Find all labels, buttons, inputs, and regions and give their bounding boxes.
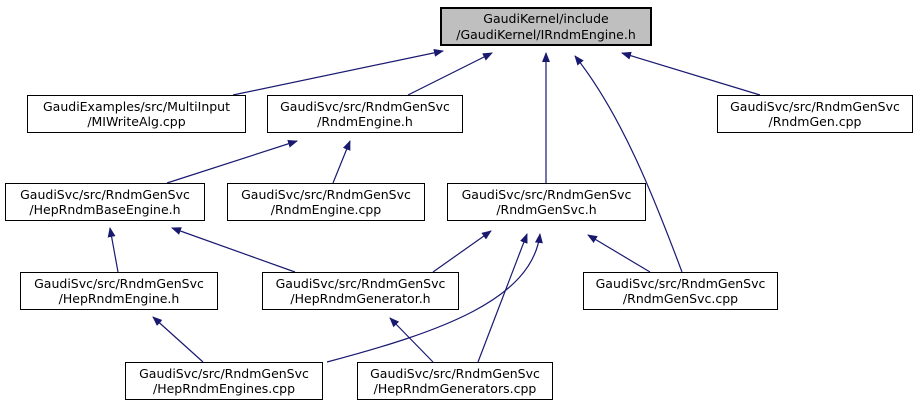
node-label: GaudiSvc/src/RndmGenSvc [730, 98, 900, 114]
edge-rndmgen-cpp-to-irndmengine [621, 51, 761, 96]
node-rndmengine-h[interactable]: GaudiSvc/src/RndmGenSvc /RndmEngine.h [267, 95, 463, 133]
node-rndmengine-cpp[interactable]: GaudiSvc/src/RndmGenSvc /RndmEngine.cpp [227, 183, 425, 221]
node-heprndmgenerator-h[interactable]: GaudiSvc/src/RndmGenSvc /HepRndmGenerato… [262, 272, 459, 310]
node-label: /RndmEngine.cpp [270, 202, 382, 217]
node-heprndmgenerators-cpp[interactable]: GaudiSvc/src/RndmGenSvc /HepRndmGenerato… [357, 362, 553, 400]
edge-heprndmengine-h-to-heprndmbase [107, 227, 119, 273]
node-label: /RndmGenSvc.h [496, 202, 597, 217]
edge-heprndmgenerators-to-heprndmgenerator [389, 317, 434, 363]
edge-rndmengine-h-to-irndmengine [407, 52, 493, 96]
node-label: GaudiSvc/src/RndmGenSvc [275, 275, 446, 291]
node-rndmgen-cpp[interactable]: GaudiSvc/src/RndmGenSvc /RndmGen.cpp [717, 95, 913, 133]
node-heprndmbaseengine-h[interactable]: GaudiSvc/src/RndmGenSvc /HepRndmBaseEngi… [5, 183, 205, 221]
node-label: GaudiSvc/src/RndmGenSvc [461, 186, 632, 202]
node-label: GaudiSvc/src/RndmGenSvc [280, 98, 450, 114]
node-heprndmengines-cpp[interactable]: GaudiSvc/src/RndmGenSvc /HepRndmEngines.… [125, 362, 323, 400]
node-label: /RndmGen.cpp [768, 114, 862, 129]
edge-heprndmbase-to-rndmengine-h [166, 139, 298, 184]
node-label: GaudiSvc/src/RndmGenSvc [241, 186, 411, 202]
node-gaudikernel-irndmengine-h: GaudiKernel/include /GaudiKernel/IRndmEn… [440, 7, 652, 46]
node-label: /RndmGenSvc.cpp [622, 291, 739, 306]
node-label: GaudiSvc/src/RndmGenSvc [34, 275, 204, 291]
node-rndmgensvc-cpp[interactable]: GaudiSvc/src/RndmGenSvc /RndmGenSvc.cpp [583, 272, 778, 310]
node-label: GaudiKernel/include [483, 11, 609, 26]
edge-heprndmengines-to-heprndmengine [152, 316, 204, 363]
edge-rndmgensvc-cpp-to-irndmengine [574, 55, 683, 273]
node-label: /HepRndmGenerators.cpp [373, 381, 537, 396]
edge-rndmgensvc-cpp-to-rndmgensvc-h [587, 234, 651, 273]
edge-heprndmgenerator-to-heprndmbase [171, 227, 296, 273]
edge-heprndmgenerators-to-rndmgensvc-h [477, 233, 528, 363]
node-label: /RndmEngine.h [317, 114, 413, 129]
node-heprndmengine-h[interactable]: GaudiSvc/src/RndmGenSvc /HepRndmEngine.h [20, 272, 218, 310]
node-label: GaudiSvc/src/RndmGenSvc [139, 365, 309, 381]
edge-rndmengine-cpp-to-rndmengine-h [332, 140, 351, 184]
edge-miwritealg-to-irndmengine [232, 48, 444, 96]
node-label: /MIWriteAlg.cpp [87, 114, 186, 129]
node-label: /HepRndmEngine.h [58, 291, 180, 306]
node-label: GaudiSvc/src/RndmGenSvc [595, 275, 766, 291]
node-rndmgensvc-h[interactable]: GaudiSvc/src/RndmGenSvc /RndmGenSvc.h [447, 183, 646, 221]
node-label: GaudiExamples/src/MultiInput [42, 98, 230, 114]
node-label: GaudiSvc/src/RndmGenSvc [370, 365, 540, 381]
node-label: /HepRndmGenerator.h [290, 291, 431, 306]
node-miwritealg-cpp[interactable]: GaudiExamples/src/MultiInput /MIWriteAlg… [27, 95, 246, 133]
node-label: /HepRndmBaseEngine.h [29, 202, 181, 217]
node-label: /HepRndmEngines.cpp [152, 381, 296, 396]
edge-heprndmengines-to-rndmgensvc-h [326, 233, 543, 363]
node-label: /GaudiKernel/IRndmEngine.h [456, 26, 636, 42]
edge-heprndmgenerator-to-rndmgensvc-h [432, 230, 492, 273]
node-label: GaudiSvc/src/RndmGenSvc [20, 186, 190, 202]
